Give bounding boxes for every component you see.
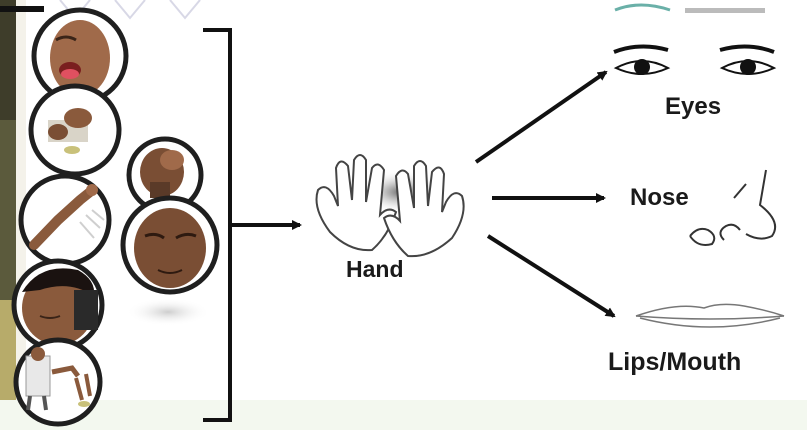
- soft-shadow: [126, 298, 210, 326]
- nose-label: Nose: [630, 184, 689, 212]
- bottom-band: [0, 400, 807, 430]
- eyes-icon: [614, 46, 774, 75]
- hand-label: Hand: [346, 256, 404, 283]
- top-edge-fragment: [615, 5, 765, 13]
- hands-icon: [317, 155, 464, 256]
- lips-mouth-label: Lips/Mouth: [608, 348, 741, 377]
- nose-icon: [690, 170, 775, 245]
- arrow-to-eyes: [476, 72, 606, 162]
- sneeze-arm-icon: [21, 176, 109, 264]
- coughing-person-icon: [16, 340, 100, 424]
- lips-icon: [636, 304, 784, 327]
- arrow-to-lips: [488, 236, 614, 316]
- sick-child-icon: [14, 261, 102, 349]
- eyes-label: Eyes: [665, 93, 721, 121]
- ill-person-icon: [123, 198, 217, 292]
- contaminated-surface-icon: [31, 86, 119, 174]
